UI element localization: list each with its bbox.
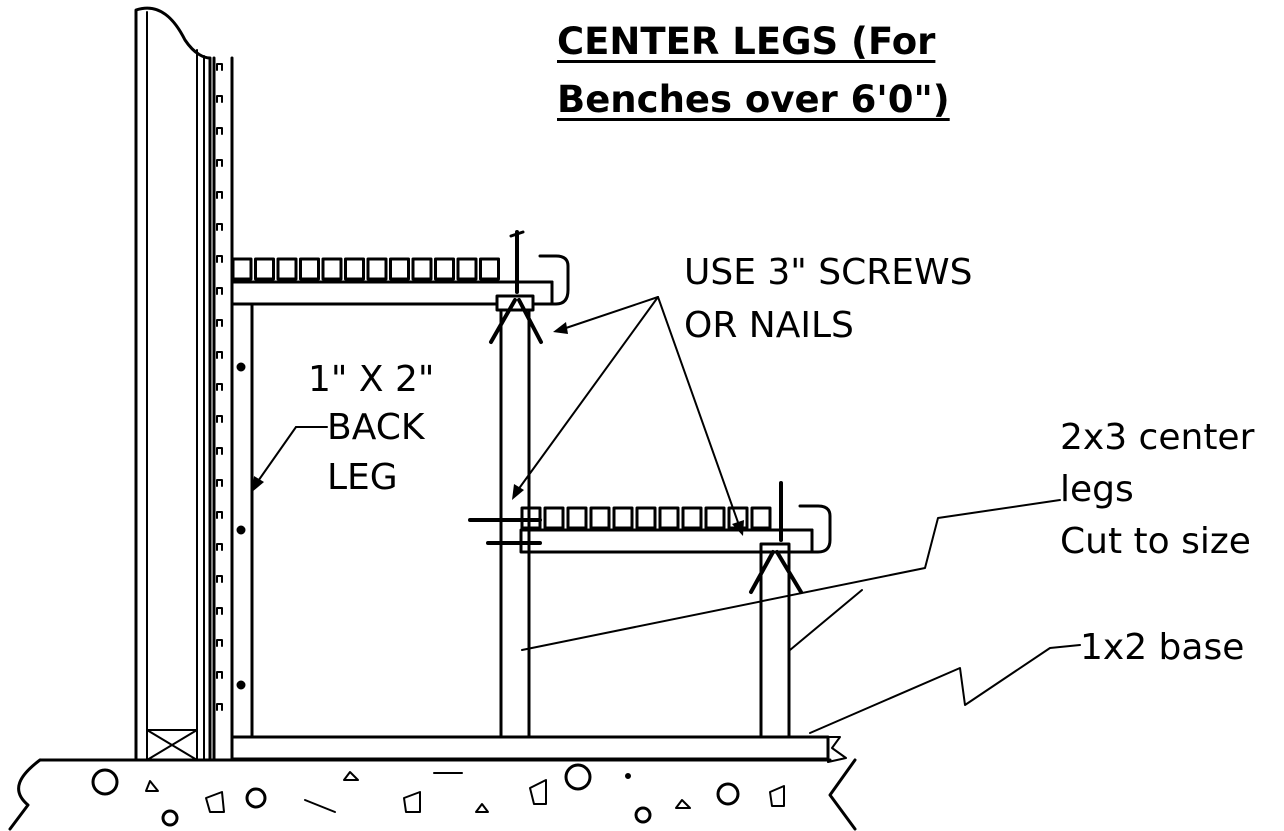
seat-slat xyxy=(543,506,565,530)
seat-slat xyxy=(344,257,365,281)
upper-center-leg xyxy=(489,230,543,739)
seat-slat xyxy=(589,506,611,530)
notch-mark xyxy=(216,383,223,391)
wall-notches xyxy=(216,63,223,711)
seat-slat xyxy=(299,257,320,281)
seat-slat xyxy=(321,257,343,281)
base-board xyxy=(230,735,847,763)
back-leg-label-line-3: LEG xyxy=(327,457,398,498)
title-line-1: CENTER LEGS (For xyxy=(557,20,936,63)
seat-slat xyxy=(254,257,275,281)
notch-mark xyxy=(216,479,223,487)
lower-center-leg xyxy=(749,481,803,739)
screws-label-line-1: USE 3" SCREWS xyxy=(684,252,973,293)
notch-mark xyxy=(216,575,223,583)
leader-lines xyxy=(255,296,1081,734)
seat-slat xyxy=(231,257,253,281)
center-legs-label-line-2: legs xyxy=(1060,469,1134,510)
seat-slat xyxy=(366,257,388,281)
notch-mark xyxy=(216,255,223,263)
seat-slat xyxy=(389,257,410,281)
seat-slat xyxy=(750,506,772,530)
notch-mark xyxy=(216,127,223,135)
notch-mark xyxy=(216,671,223,679)
notch-mark xyxy=(216,159,223,167)
center-legs-label-line-1: 2x3 center xyxy=(1060,417,1255,458)
center-legs-label-line-3: Cut to size xyxy=(1060,521,1251,562)
seat-slat xyxy=(411,257,433,281)
lower-seat xyxy=(468,504,832,554)
seat-slat xyxy=(566,506,588,530)
ground-slab xyxy=(8,758,857,831)
notch-mark xyxy=(216,191,223,199)
seat-slat xyxy=(681,506,703,530)
wall xyxy=(134,6,234,762)
notch-mark xyxy=(216,607,223,615)
seat-slat xyxy=(612,506,634,530)
notch-mark xyxy=(216,63,223,71)
notch-mark xyxy=(216,319,223,327)
title-line-2: Benches over 6'0") xyxy=(557,78,950,121)
seat-slat xyxy=(704,506,726,530)
seat-slat xyxy=(635,506,657,530)
notch-mark xyxy=(216,543,223,551)
notch-mark xyxy=(216,287,223,295)
seat-slat xyxy=(479,257,500,281)
notch-mark xyxy=(216,511,223,519)
notch-mark xyxy=(216,639,223,647)
notch-mark xyxy=(216,351,223,359)
back-leg xyxy=(236,303,254,739)
notch-mark xyxy=(216,415,223,423)
base-label: 1x2 base xyxy=(1080,627,1245,668)
seat-slat xyxy=(456,257,478,281)
seat-slat xyxy=(658,506,680,530)
notch-mark xyxy=(216,703,223,711)
back-leg-label-line-2: BACK xyxy=(327,407,425,448)
notch-mark xyxy=(216,447,223,455)
notch-mark xyxy=(216,223,223,231)
back-leg-label-line-1: 1" X 2" xyxy=(308,359,435,400)
screws-label-line-2: OR NAILS xyxy=(684,305,854,346)
upper-seat xyxy=(230,254,570,306)
seat-slat xyxy=(276,257,298,281)
seat-slat xyxy=(434,257,455,281)
notch-mark xyxy=(216,95,223,103)
arrowheads xyxy=(252,322,744,536)
